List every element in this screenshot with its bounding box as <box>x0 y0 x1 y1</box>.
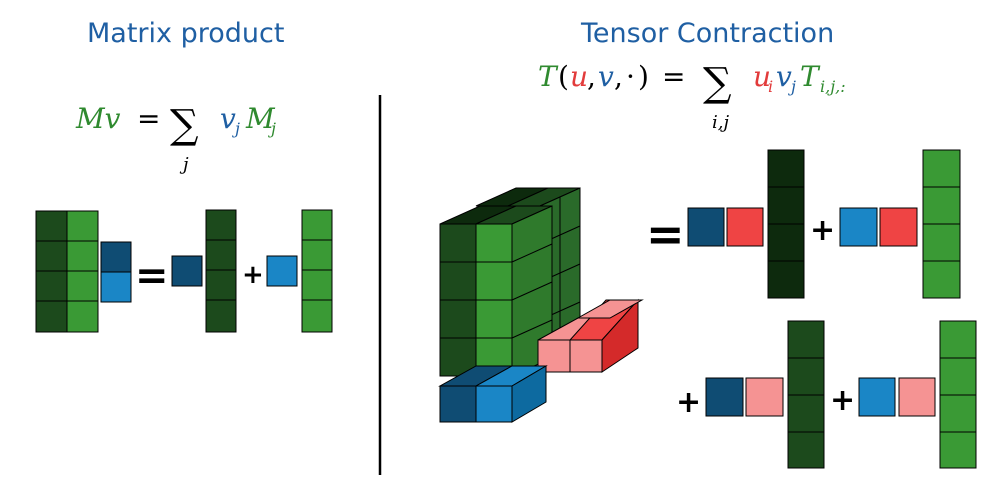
equals-sign-left: = <box>135 253 169 299</box>
term4-v <box>858 377 896 417</box>
svg-text:i,j,:: i,j,: <box>820 77 846 96</box>
formula-v: v <box>598 60 614 93</box>
term2-v <box>839 207 878 247</box>
svg-text:·: · <box>626 60 635 93</box>
vector-v <box>100 241 132 303</box>
formula-sum: ∑ <box>170 102 199 148</box>
formula-vj-sub: j <box>232 119 240 138</box>
plus-sign-1: + <box>810 213 835 248</box>
column-m1 <box>205 209 237 333</box>
term4-u <box>898 377 936 417</box>
formula-u: u <box>570 60 588 93</box>
tensor-contraction-title: Tensor Contraction <box>581 18 835 49</box>
formula-vj: v <box>220 102 236 135</box>
term3-u <box>745 377 784 417</box>
formula-mj: M <box>245 102 276 135</box>
svg-text:): ) <box>638 60 649 93</box>
formula-t: T <box>538 60 559 93</box>
term1-column <box>767 149 805 299</box>
svg-text:(: ( <box>558 60 569 93</box>
svg-text:,: , <box>614 60 623 93</box>
plus-sign-3: + <box>830 383 855 418</box>
term2-u <box>879 207 918 247</box>
tensor-cube <box>439 187 581 377</box>
term1-u <box>726 207 764 247</box>
formula-sum-right: ∑ <box>703 60 732 106</box>
formula-equals-right: = <box>662 60 685 93</box>
formula-ui: u <box>753 60 771 93</box>
term3-column <box>787 320 825 469</box>
formula-sum-index: j <box>179 154 189 175</box>
scalar-v1 <box>171 255 203 287</box>
formula-sum-index-right: i,j <box>712 112 729 133</box>
term4-column <box>939 320 977 469</box>
formula-equals: = <box>137 102 160 135</box>
matrix-product-title: Matrix product <box>87 18 285 49</box>
formula-mj-sub: j <box>268 119 276 138</box>
svg-text:i: i <box>768 77 773 96</box>
scalar-v2 <box>266 255 298 287</box>
term1-v <box>687 207 725 247</box>
plus-sign-2: + <box>676 385 701 420</box>
column-m2 <box>301 209 333 333</box>
formula-mv: Mv <box>75 102 121 135</box>
term2-column <box>922 149 961 299</box>
vector-v-3d <box>438 365 548 423</box>
matrix-grid <box>35 210 99 333</box>
equals-sign-right: = <box>646 207 685 261</box>
svg-text:j: j <box>788 77 796 96</box>
matrix-product-formula: Mv = ∑ j v j M j <box>75 102 276 175</box>
plus-sign-left: + <box>242 260 264 290</box>
formula-t-ij: T <box>800 60 821 93</box>
term3-v <box>705 377 744 417</box>
svg-text:,: , <box>587 60 596 93</box>
tensor-contraction-formula: T ( u , v , · ) = ∑ i,j u i v j T i,j,: <box>538 60 846 133</box>
formula-vj-right: v <box>776 60 792 93</box>
